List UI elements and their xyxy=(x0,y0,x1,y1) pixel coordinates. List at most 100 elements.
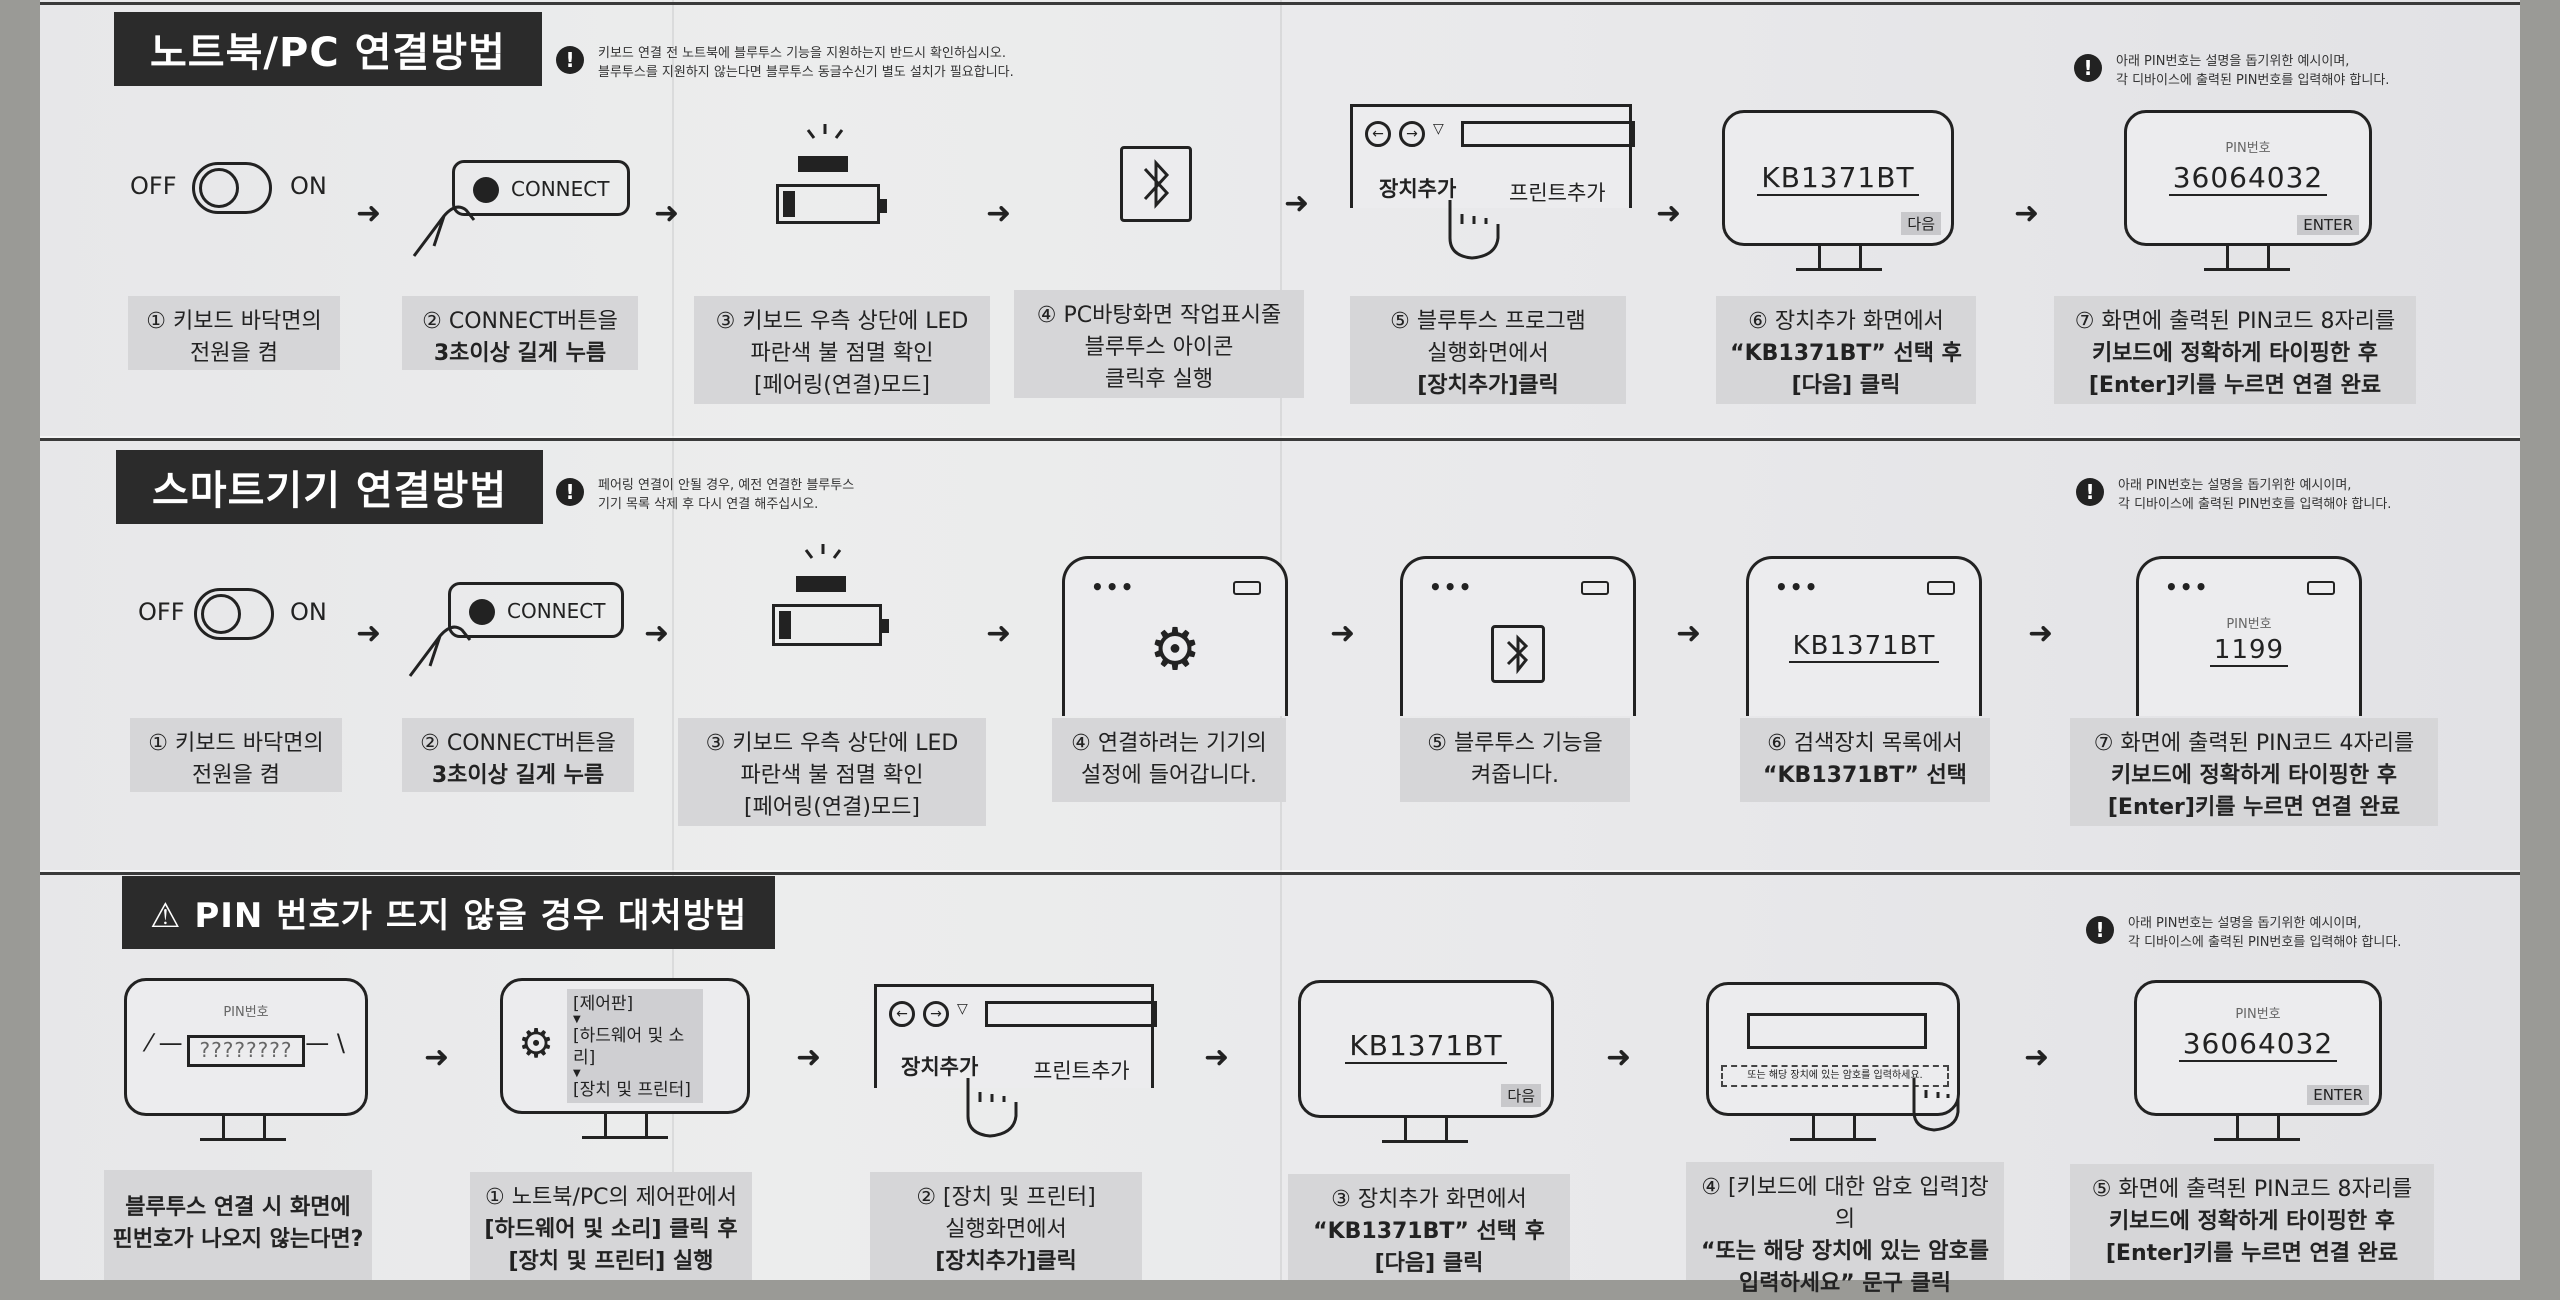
control-panel-illustration: ⚙ [제어판] ▼ [하드웨어 및 소리] ▼ [장치 및 프린터] xyxy=(500,978,750,1114)
menu-item: [하드웨어 및 소리] xyxy=(573,1025,697,1069)
switch-on-label: ON xyxy=(290,172,327,200)
pc-pin-note: ! 아래 PIN번호는 설명을 돕기위한 예시이며, 각 디바이스에 출력된 P… xyxy=(2116,52,2389,90)
dropdown-icon: ▽ xyxy=(1433,121,1444,137)
pin-label: PIN번호 xyxy=(2137,1003,2379,1022)
back-icon: ← xyxy=(1365,121,1391,147)
switch-off-label: OFF xyxy=(138,598,185,626)
monitor-stand xyxy=(2236,1116,2280,1138)
note-line: 아래 PIN번호는 설명을 돕기위한 예시이며, xyxy=(2118,476,2391,495)
monitor-stand xyxy=(582,1136,668,1139)
hand-icon xyxy=(404,176,494,266)
section-divider xyxy=(40,2,2520,5)
pin-note: ! 아래 PIN번호는 설명을 돕기위한 예시이며, 각 디바이스에 출력된 P… xyxy=(2128,914,2401,952)
pin-code: 36064032 xyxy=(2127,161,2369,194)
forward-icon: → xyxy=(923,1001,949,1027)
caption-step-5: ⑤ 블루투스 프로그램실행화면에서[장치추가]클릭 xyxy=(1350,296,1626,404)
note-line: 아래 PIN번호는 설명을 돕기위한 예시이며, xyxy=(2116,52,2389,71)
note-line: 블루투스를 지원하지 않는다면 블루투스 동글수신기 별도 설치가 필요합니다. xyxy=(598,63,1014,82)
arrow-icon: ➜ xyxy=(1330,616,1355,651)
switch-icon xyxy=(192,162,272,214)
bluetooth-icon xyxy=(1491,625,1545,683)
device-name: KB1371BT xyxy=(1301,1029,1551,1062)
warning-icon: ! xyxy=(556,46,584,74)
status-dots: ••• xyxy=(2165,575,2209,599)
arrow-icon: ➜ xyxy=(1284,186,1309,221)
caption-step-3: ③ 키보드 우측 상단에 LED파란색 불 점멸 확인[페어링(연결)모드] xyxy=(694,296,990,404)
section-title-pc: 노트북/PC 연결방법 xyxy=(114,12,542,86)
arrow-icon: ➜ xyxy=(1204,1040,1229,1075)
section-title-pin: ⚠ PIN 번호가 뜨지 않을 경우 대처방법 xyxy=(122,876,775,949)
section-divider xyxy=(40,872,2520,875)
caption-step-5: ⑤ 화면에 출력된 PIN코드 8자리를키보드에 정확하게 타이핑한 후[Ent… xyxy=(2070,1164,2434,1280)
monitor-stand xyxy=(1812,1116,1856,1138)
monitor-stand xyxy=(1796,268,1882,271)
arrow-icon: ➜ xyxy=(986,616,1011,651)
arrow-icon: ➜ xyxy=(356,196,381,231)
monitor-stand xyxy=(1790,1138,1876,1141)
caption-step-2: ② [장치 및 프린터]실행화면에서[장치추가]클릭 xyxy=(870,1172,1142,1280)
gear-icon: ⚙ xyxy=(511,1021,561,1067)
monitor-illustration: PIN번호 36064032 ENTER xyxy=(2124,110,2372,246)
forward-icon: → xyxy=(1399,121,1425,147)
alert-rays-icon: — \ xyxy=(305,1029,345,1057)
monitor-stand xyxy=(1404,1118,1448,1140)
status-dots: ••• xyxy=(1429,575,1473,599)
hand-icon xyxy=(1900,1072,1970,1136)
arrow-icon: ➜ xyxy=(1656,196,1681,231)
back-icon: ← xyxy=(889,1001,915,1027)
caption-step-6: ⑥ 검색장치 목록에서“KB1371BT” 선택 xyxy=(1740,718,1990,802)
alert-rays-icon: ⁄ — xyxy=(147,1029,183,1057)
warning-icon: ! xyxy=(2076,478,2104,506)
arrow-icon: ➜ xyxy=(356,616,381,651)
caption-step-3: ③ 장치추가 화면에서“KB1371BT” 선택 후[다음] 클릭 xyxy=(1288,1174,1570,1280)
bluetooth-icon xyxy=(1120,146,1192,222)
arrow-icon: ➜ xyxy=(654,196,679,231)
battery-status-icon xyxy=(1233,581,1261,595)
arrow-icon: ➜ xyxy=(2028,616,2053,651)
connect-label: CONNECT xyxy=(511,177,609,201)
caption-step-5: ⑤ 블루투스 기능을켜줍니다. xyxy=(1400,718,1630,802)
password-input xyxy=(1747,1013,1927,1049)
monitor-stand xyxy=(2226,246,2270,268)
pin-label: PIN번호 xyxy=(2139,613,2359,632)
note-line: 기기 목록 삭제 후 다시 연결 해주십시오. xyxy=(598,495,854,514)
menu-item: [장치 및 프린터] xyxy=(573,1079,697,1101)
warning-icon: ! xyxy=(556,478,584,506)
phone-illustration: ••• ⚙ xyxy=(1062,556,1288,716)
enter-button: ENTER xyxy=(2297,215,2359,235)
arrow-icon: ➜ xyxy=(796,1040,821,1075)
next-button: 다음 xyxy=(1501,1084,1541,1107)
arrow-icon: ➜ xyxy=(2024,1040,2049,1075)
status-dots: ••• xyxy=(1091,575,1135,599)
battery-status-icon xyxy=(1581,581,1609,595)
caption-step-7: ⑦ 화면에 출력된 PIN코드 4자리를키보드에 정확하게 타이핑한 후[Ent… xyxy=(2070,718,2438,826)
battery-icon xyxy=(772,604,882,646)
pin-label: PIN번호 xyxy=(2127,137,2369,156)
monitor-illustration: PIN번호 ???????? ⁄ — — \ xyxy=(124,978,368,1116)
monitor-illustration: KB1371BT 다음 xyxy=(1722,110,1954,246)
connect-label: CONNECT xyxy=(507,599,605,623)
dropdown-icon: ▽ xyxy=(957,1001,968,1017)
caption-step-4: ④ PC바탕화면 작업표시줄블루투스 아이콘클릭후 실행 xyxy=(1014,290,1304,398)
next-button: 다음 xyxy=(1901,212,1941,235)
monitor-illustration: PIN번호 36064032 ENTER xyxy=(2134,980,2382,1116)
warning-icon: ! xyxy=(2086,916,2114,944)
menu-path: [제어판] ▼ [하드웨어 및 소리] ▼ [장치 및 프린터] xyxy=(567,989,703,1103)
pin-label: PIN번호 xyxy=(127,1001,365,1020)
tab-add-printer: 프린트추가 xyxy=(1509,177,1606,207)
arrow-icon: ➜ xyxy=(1676,616,1701,651)
pin-code: 36064032 xyxy=(2137,1027,2379,1060)
note-line: 페어링 연결이 안될 경우, 예전 연결한 블루투스 xyxy=(598,476,854,495)
monitor-stand xyxy=(2214,1138,2300,1141)
monitor-stand xyxy=(1382,1140,1468,1143)
status-dots: ••• xyxy=(1775,575,1819,599)
led-rays-icon xyxy=(798,540,848,570)
tab-add-printer: 프린트추가 xyxy=(1033,1055,1130,1085)
note-line: 각 디바이스에 출력된 PIN번호를 입력해야 합니다. xyxy=(2118,495,2391,514)
arrow-icon: ➜ xyxy=(986,196,1011,231)
